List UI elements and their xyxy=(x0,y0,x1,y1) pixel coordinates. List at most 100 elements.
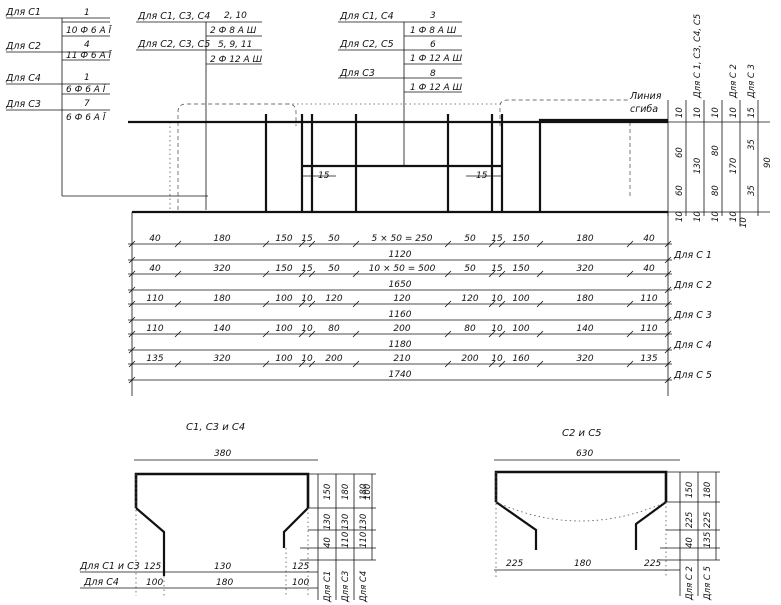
segment-dim: 40 xyxy=(643,234,655,244)
segment-dim: 80 xyxy=(328,324,340,334)
dim-tick xyxy=(626,300,634,308)
dim-tick xyxy=(298,270,306,278)
dim-tick xyxy=(664,300,672,308)
dim-tick xyxy=(128,240,136,248)
segment-dim: 150 xyxy=(512,264,529,274)
segment-dim: 320 xyxy=(213,354,230,364)
section-left-vdim: 180 xyxy=(341,484,351,500)
segment-dim: 135 xyxy=(146,354,163,364)
dim-tick xyxy=(298,300,306,308)
section-left-vdim: 40 xyxy=(323,537,333,548)
segment-dim: 320 xyxy=(213,264,230,274)
dim-15-left: 15 xyxy=(318,171,330,181)
segment-dim: 50 xyxy=(328,234,340,244)
dim-tick xyxy=(298,330,306,338)
dim-15-right: 15 xyxy=(476,171,488,181)
dim-tick xyxy=(664,316,672,324)
section-right-dim: 225 xyxy=(506,559,523,569)
callout-left-spec: 11 Ф 6 А Ī xyxy=(66,50,113,61)
segment-dim: 200 xyxy=(461,354,478,364)
section-right-vdim: 225 xyxy=(685,512,695,528)
dim-tick xyxy=(498,360,506,368)
v-row-head: Для С 1, С3, С4, С5 xyxy=(693,14,703,99)
callout-mid-num: 2, 10 xyxy=(224,11,247,21)
dim-tick xyxy=(664,376,672,384)
segment-dim: 50 xyxy=(464,264,476,274)
section-right-vdim: 40 xyxy=(685,537,695,548)
v-dim: 60 xyxy=(675,185,685,196)
callout-right-spec: 1 Ф 8 А Ш xyxy=(410,26,457,36)
section-left-dim: 125 xyxy=(292,562,309,572)
segment-dim: 140 xyxy=(213,324,230,334)
cage-elevation: 15 15 Линия сгиба xyxy=(128,91,668,214)
dim-tick xyxy=(536,330,544,338)
section-left-title: С1, С3 и С4 xyxy=(186,422,245,433)
callout-left-num: 1 xyxy=(84,73,90,83)
v-dim: 10 xyxy=(693,211,703,222)
row-name: Для С 3 xyxy=(673,310,712,321)
section-left-vdim: 100 xyxy=(363,484,373,500)
segment-dim: 10 × 50 = 500 xyxy=(369,264,436,274)
section-left-top-dim: 380 xyxy=(214,449,231,459)
dim-tick xyxy=(664,256,672,264)
dim-tick xyxy=(262,270,270,278)
dim-tick xyxy=(664,270,672,278)
dim-tick xyxy=(498,270,506,278)
segment-dim: 150 xyxy=(275,264,292,274)
v-dim: 10 xyxy=(711,107,721,118)
dim-tick xyxy=(626,360,634,368)
row-name: Для С 5 xyxy=(673,370,712,381)
segment-dim: 100 xyxy=(275,294,292,304)
dim-tick xyxy=(352,270,360,278)
dim-tick xyxy=(444,360,452,368)
callout-left-num: 1 xyxy=(84,8,90,18)
dim-tick xyxy=(128,360,136,368)
dim-tick xyxy=(488,360,496,368)
segment-dim: 50 xyxy=(328,264,340,274)
segment-dim: 15 xyxy=(301,234,313,244)
section-left-vdim: 110 xyxy=(341,532,351,548)
section-left-dim: 180 xyxy=(216,578,233,588)
segment-dim: 180 xyxy=(576,294,593,304)
dim-tick xyxy=(128,346,136,354)
section-left-vdim: 180 xyxy=(359,484,369,500)
segment-dim: 120 xyxy=(393,294,410,304)
segment-dim: 150 xyxy=(275,234,292,244)
segment-dim: 50 xyxy=(464,234,476,244)
seed-line-label: сгиба xyxy=(630,104,658,115)
callout-right-spec: 1 Ф 12 А Ш xyxy=(410,54,463,64)
v-dim: 10 xyxy=(729,211,739,222)
segment-dim: 120 xyxy=(461,294,478,304)
dim-tick xyxy=(128,256,136,264)
segment-dim: 180 xyxy=(576,234,593,244)
dim-tick xyxy=(262,330,270,338)
dim-tick xyxy=(308,360,316,368)
callout-mid-spec: 2 Ф 8 А Ш xyxy=(210,26,257,36)
v-dim: 80 xyxy=(711,185,721,196)
callouts-right: Для С1, С4 3 1 Ф 8 А Ш Для С2, С5 6 1 Ф … xyxy=(338,11,463,166)
segment-dim: 160 xyxy=(512,354,529,364)
segment-dim: 10 xyxy=(301,324,313,334)
callout-left-spec: 10 Ф 6 А Ī xyxy=(66,25,113,36)
dim-tick xyxy=(174,360,182,368)
v-dim: 60 xyxy=(675,147,685,158)
dim-tick xyxy=(174,270,182,278)
segment-dim: 150 xyxy=(512,234,529,244)
segment-dim: 180 xyxy=(213,294,230,304)
segment-dim: 180 xyxy=(213,234,230,244)
dim-tick xyxy=(308,240,316,248)
dim-tick xyxy=(128,376,136,384)
segment-dim: 15 xyxy=(491,264,503,274)
section-right: С2 и С5 630 225 180 225 150 225 40 180 2… xyxy=(494,428,720,601)
dim-tick xyxy=(444,240,452,248)
segment-dim: 140 xyxy=(576,324,593,334)
segment-dim: 10 xyxy=(491,354,503,364)
v-dim: 170 xyxy=(729,158,739,174)
section-left-row-label: Для С1 и С3 xyxy=(79,561,140,572)
callout-right-label: Для С3 xyxy=(339,68,375,79)
dim-tick xyxy=(308,270,316,278)
v-dim: 35 xyxy=(747,185,757,196)
segment-dim: 80 xyxy=(464,324,476,334)
dim-tick xyxy=(664,330,672,338)
dim-tick xyxy=(498,240,506,248)
